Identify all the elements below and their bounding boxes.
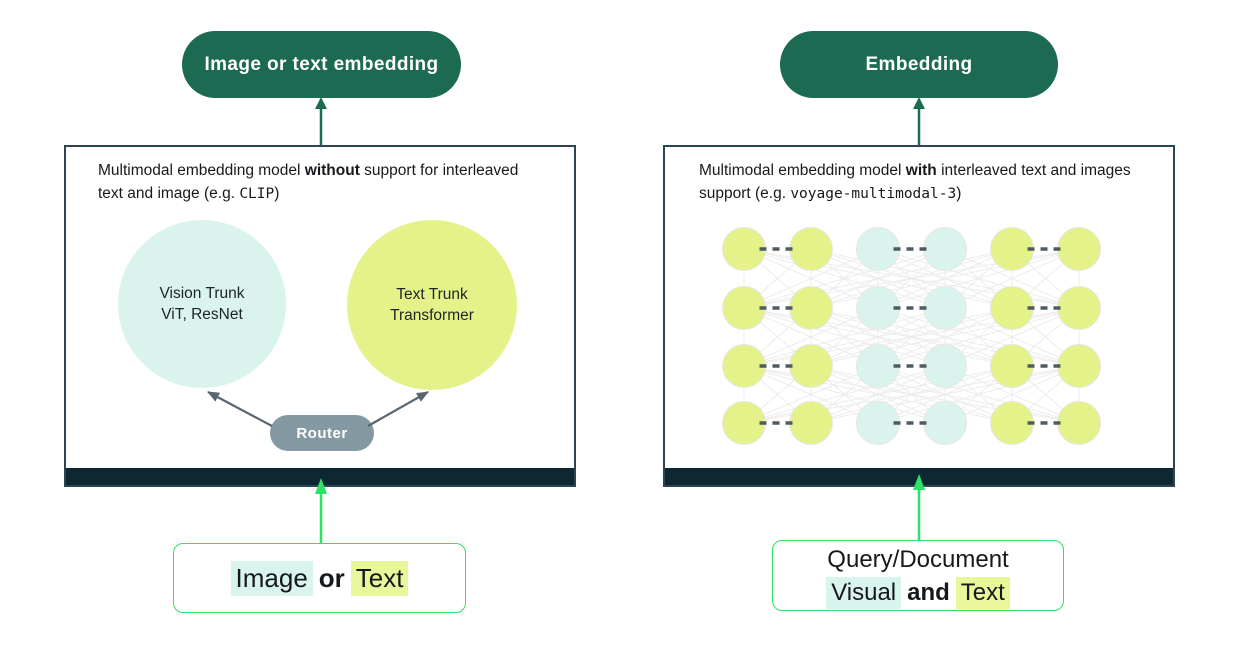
left-box-base-bar bbox=[66, 468, 574, 485]
right-box-base-bar bbox=[665, 468, 1173, 485]
token-circle-cyan bbox=[856, 401, 900, 445]
text-trunk-label-line2: Transformer bbox=[390, 307, 474, 324]
mesh-line bbox=[743, 365, 879, 424]
mesh-line bbox=[810, 365, 1080, 424]
left-model-caption: Multimodal embedding model without suppo… bbox=[98, 159, 518, 206]
right-model-caption: Multimodal embedding model with interlea… bbox=[699, 159, 1131, 206]
token-circle-yellow bbox=[722, 401, 766, 445]
token-circle-yellow bbox=[1057, 227, 1101, 271]
token-circle-yellow bbox=[722, 286, 766, 330]
token-circle-cyan bbox=[856, 344, 900, 388]
caption-line-1: Multimodal embedding model with interlea… bbox=[699, 162, 1131, 179]
right-input-label-line1: Query/Document bbox=[827, 545, 1009, 573]
token-circle-yellow bbox=[1057, 401, 1101, 445]
token-circle-yellow bbox=[1057, 344, 1101, 388]
token-circle-yellow bbox=[990, 227, 1034, 271]
caption-line-1: Multimodal embedding model without suppo… bbox=[98, 162, 519, 179]
token-circle-cyan bbox=[923, 227, 967, 271]
vision-trunk-circle: Vision Trunk ViT, ResNet bbox=[118, 220, 286, 388]
token-circle-cyan bbox=[856, 286, 900, 330]
right-output-pill-label: Embedding bbox=[865, 53, 973, 75]
token-circle-yellow bbox=[1057, 286, 1101, 330]
model-name-code: voyage-multimodal-3 bbox=[790, 186, 957, 202]
mesh-line bbox=[810, 248, 1080, 309]
token-circle-yellow bbox=[789, 401, 833, 445]
token-circle-yellow bbox=[722, 344, 766, 388]
right-output-pill: Embedding bbox=[780, 31, 1058, 98]
mesh-line bbox=[743, 365, 946, 424]
token-circle-yellow bbox=[990, 286, 1034, 330]
token-circle-yellow bbox=[990, 344, 1034, 388]
text-trunk-circle: Text Trunk Transformer bbox=[347, 220, 517, 390]
mesh-line bbox=[743, 307, 879, 367]
visual-highlight: Visual bbox=[826, 576, 902, 609]
token-circle-yellow bbox=[789, 344, 833, 388]
mesh-line bbox=[877, 307, 1080, 367]
mesh-line bbox=[877, 248, 1080, 309]
token-grid bbox=[722, 227, 1101, 445]
router-label: Router bbox=[296, 424, 348, 442]
left-input-arrow bbox=[315, 478, 327, 543]
token-circle-cyan bbox=[923, 286, 967, 330]
vision-trunk-label-line2: ViT, ResNet bbox=[161, 306, 243, 323]
mesh-line bbox=[810, 307, 1080, 367]
or-conjunction: or bbox=[318, 562, 345, 593]
token-circle-cyan bbox=[923, 344, 967, 388]
text-trunk-label-line1: Text Trunk bbox=[396, 286, 468, 303]
image-highlight: Image bbox=[230, 560, 313, 596]
vision-trunk-label-line1: Vision Trunk bbox=[159, 285, 245, 302]
mesh-line bbox=[743, 248, 1013, 309]
router-pill: Router bbox=[270, 415, 374, 451]
token-circle-yellow bbox=[789, 227, 833, 271]
and-conjunction: and bbox=[907, 578, 950, 606]
mesh-line bbox=[743, 307, 1013, 367]
text-highlight: Text bbox=[350, 560, 409, 596]
caption-line-2: text and image (e.g. CLIP) bbox=[98, 185, 280, 202]
mesh-line bbox=[944, 365, 1080, 424]
mesh-line bbox=[743, 248, 946, 309]
mesh-line bbox=[944, 307, 1080, 367]
mesh-line bbox=[743, 365, 1013, 424]
token-circle-yellow bbox=[722, 227, 766, 271]
left-output-arrow bbox=[315, 97, 327, 145]
left-output-pill: Image or text embedding bbox=[182, 31, 461, 98]
token-circle-yellow bbox=[990, 401, 1034, 445]
token-circle-cyan bbox=[856, 227, 900, 271]
model-name-code: CLIP bbox=[239, 186, 275, 202]
caption-line-2: support (e.g. voyage-multimodal-3) bbox=[699, 185, 962, 202]
mesh-line bbox=[877, 365, 1080, 424]
text-highlight: Text bbox=[955, 576, 1010, 609]
token-circle-cyan bbox=[923, 401, 967, 445]
left-model-box: Multimodal embedding model without suppo… bbox=[64, 145, 576, 487]
mesh-line bbox=[743, 307, 946, 367]
mesh-line bbox=[944, 248, 1080, 309]
left-output-pill-label: Image or text embedding bbox=[204, 53, 439, 75]
right-model-box: Multimodal embedding model with interlea… bbox=[663, 145, 1175, 487]
right-output-arrow bbox=[913, 97, 925, 145]
token-circle-yellow bbox=[789, 286, 833, 330]
mesh-line bbox=[743, 248, 879, 309]
